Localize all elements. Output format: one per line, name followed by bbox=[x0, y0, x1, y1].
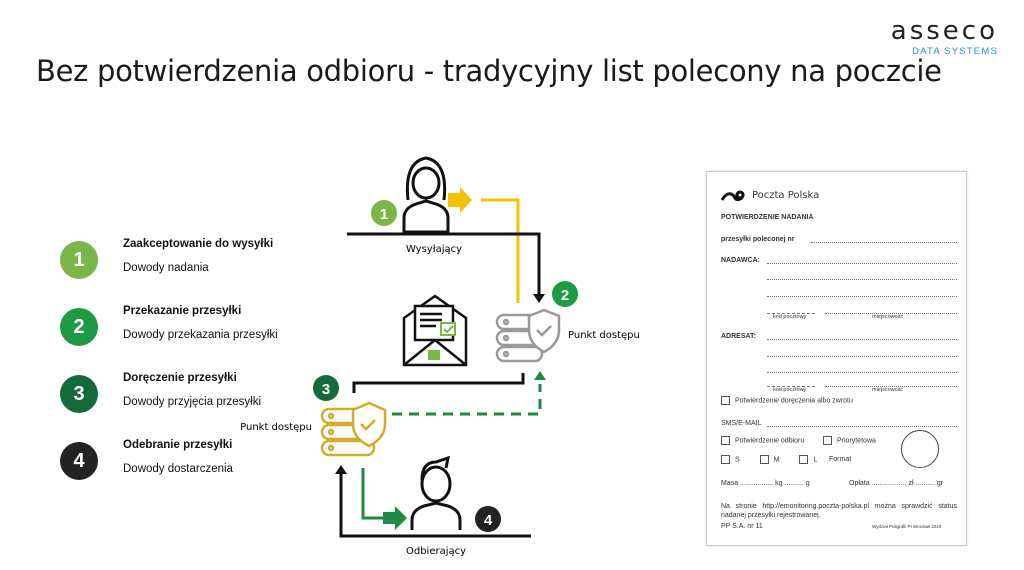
logo-word: asseco bbox=[890, 16, 998, 46]
page-title: Bez potwierdzenia odbioru - tradycyjny l… bbox=[36, 54, 942, 88]
arrow-up-icon bbox=[335, 465, 347, 474]
svg-text:2: 2 bbox=[561, 287, 569, 304]
receiver-icon bbox=[410, 455, 462, 530]
size-s: S bbox=[735, 456, 740, 464]
confirm-receipt-option: Potwierdzenie odbioru bbox=[721, 436, 804, 445]
step-desc: Dowody przekazania przesyłki bbox=[123, 329, 278, 341]
step-number: 4 bbox=[60, 442, 98, 480]
postcode-label: kod pocztowy bbox=[773, 387, 807, 393]
priority-option: Priorytetowa bbox=[823, 436, 876, 445]
form-heading: POTWIERDZENIE NADANIA bbox=[721, 214, 814, 221]
badge-1 bbox=[371, 200, 397, 226]
svg-text:4: 4 bbox=[484, 512, 493, 529]
option-label: Potwierdzenie odbioru bbox=[735, 437, 805, 445]
step-number: 3 bbox=[60, 375, 98, 413]
postal-receipt-form: Poczta Polska POTWIERDZENIE NADANIA prze… bbox=[706, 171, 967, 546]
checkbox bbox=[721, 396, 730, 405]
checkbox bbox=[721, 436, 730, 445]
lock-icon bbox=[428, 350, 440, 360]
step-desc: Dowody dostarczenia bbox=[123, 463, 233, 475]
arrow-down-icon bbox=[533, 294, 545, 303]
addressee-label: ADRESAT: bbox=[721, 333, 756, 340]
logo-sub: DATA SYSTEMS bbox=[912, 46, 998, 57]
step-title: Odebranie przesyłki bbox=[123, 439, 233, 451]
svg-text:3: 3 bbox=[322, 381, 330, 398]
step-title: Przekazanie przesyłki bbox=[123, 305, 242, 317]
asseco-logo: asseco DATA SYSTEMS bbox=[858, 18, 998, 57]
step-desc: Dowody nadania bbox=[123, 262, 209, 274]
fee-field: Opłata .................. zł .......... … bbox=[849, 480, 944, 487]
svg-text:1: 1 bbox=[380, 206, 388, 223]
black-line-bottom bbox=[339, 472, 531, 538]
reg-no-label: przesyłki poleconej nr bbox=[721, 236, 795, 243]
form-footer-left: PP S.A. nr 11 bbox=[721, 523, 763, 530]
arrow-up-icon bbox=[534, 371, 546, 380]
step-title: Zaakceptowanie do wysyłki bbox=[123, 238, 274, 250]
format-label: Format bbox=[829, 456, 852, 464]
green-line bbox=[361, 468, 383, 520]
green-arrow-icon bbox=[383, 506, 407, 530]
postcode-label: kod pocztowy bbox=[773, 314, 807, 320]
sender-label: NADAWCA: bbox=[721, 257, 760, 264]
access-point-label: Punkt dostępu bbox=[568, 330, 640, 341]
step-number: 2 bbox=[60, 308, 98, 346]
form-footer-right: Wydział Poligrafii PI Wrocław 2019 bbox=[872, 524, 942, 529]
step-desc: Dowody przyjęcia przesyłki bbox=[123, 396, 262, 408]
badge-3 bbox=[313, 375, 339, 401]
sender-icon bbox=[402, 156, 450, 234]
access-point-server-icon bbox=[495, 308, 561, 363]
size-l: L bbox=[813, 456, 818, 464]
size-options: S M L Format bbox=[721, 455, 851, 464]
confirm-delivery-option: Potwierdzenie doręczenia albo zwrotu bbox=[721, 396, 853, 405]
receiver-label: Odbierający bbox=[406, 546, 466, 557]
yellow-line bbox=[481, 198, 520, 303]
option-label: Potwierdzenie doręczenia albo zwrotu bbox=[735, 397, 853, 405]
tracking-note: Na stronie http://emonitoring.poczta-pol… bbox=[721, 503, 957, 519]
stamp-circle bbox=[901, 430, 939, 468]
option-label: Priorytetowa bbox=[837, 437, 876, 445]
step-number: 1 bbox=[60, 241, 98, 279]
black-line-mid bbox=[352, 373, 525, 393]
sender-label: Wysyłający bbox=[406, 244, 462, 255]
poczta-polska-logo: Poczta Polska bbox=[720, 188, 819, 204]
size-m: M bbox=[773, 456, 780, 464]
mass-field: Masa ................. kg .......... g bbox=[721, 480, 810, 487]
badge-2 bbox=[552, 281, 578, 307]
envelope-icon bbox=[402, 294, 468, 367]
city-label: miejscowość bbox=[872, 314, 904, 320]
brand-name: Poczta Polska bbox=[751, 189, 820, 201]
city-label: miejscowość bbox=[872, 387, 904, 393]
badge-4 bbox=[475, 506, 501, 532]
black-line-top bbox=[347, 232, 541, 296]
yellow-arrow-icon bbox=[448, 187, 472, 213]
step-title: Doręczenie przesyłki bbox=[123, 372, 237, 384]
green-dashed-line bbox=[392, 384, 542, 416]
access-point-label: Punkt dostępu bbox=[240, 422, 312, 433]
check-icon bbox=[440, 322, 456, 336]
sms-label: SMS/E-MAIL bbox=[721, 420, 762, 427]
checkbox bbox=[823, 436, 832, 445]
access-point-server-gold-icon bbox=[320, 401, 387, 457]
